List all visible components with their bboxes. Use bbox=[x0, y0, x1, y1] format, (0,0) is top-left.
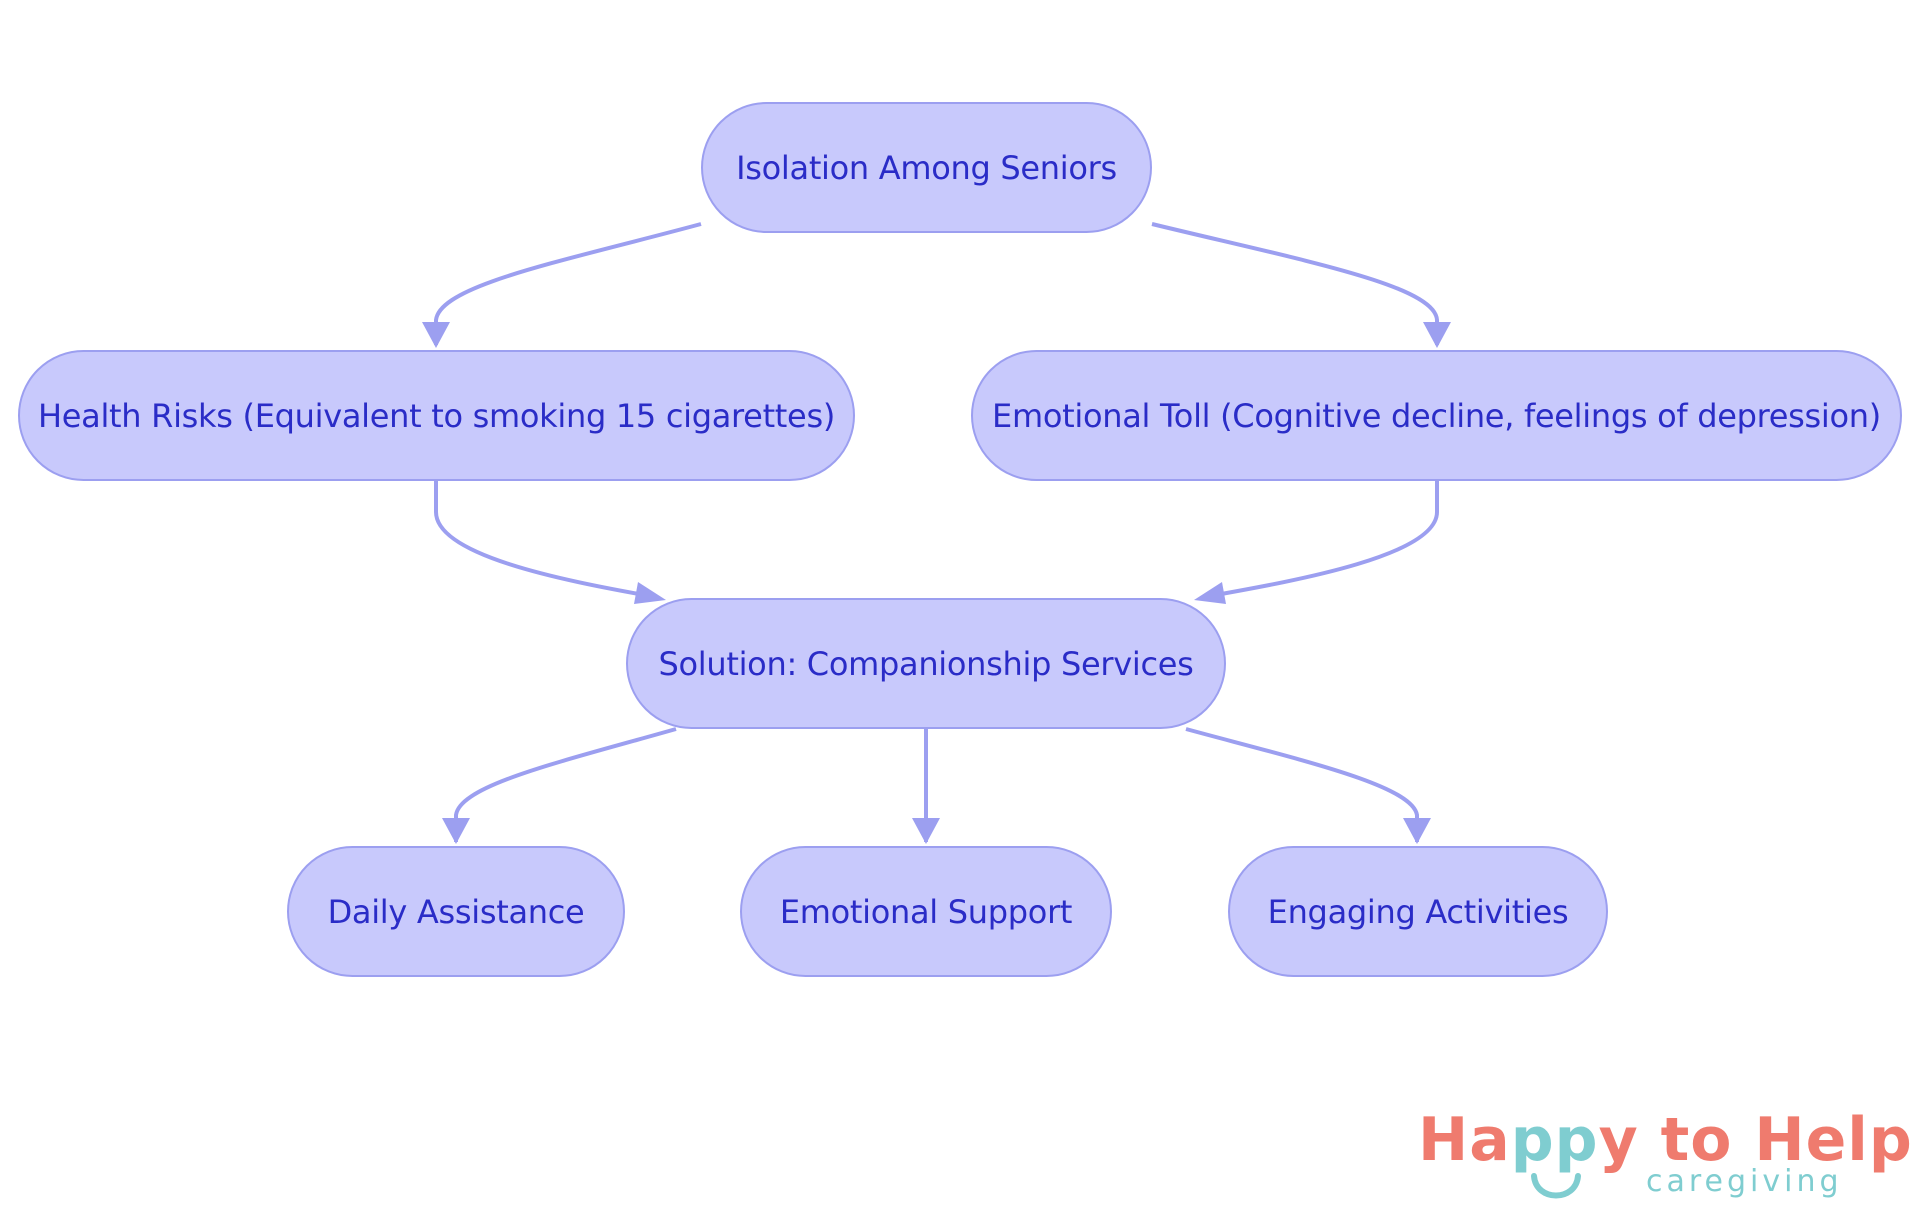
edge-root-to-health bbox=[434, 222, 702, 345]
node-label: Health Risks (Equivalent to smoking 15 c… bbox=[37, 396, 836, 435]
node-label: Engaging Activities bbox=[1267, 892, 1569, 931]
logo-text-ha: Ha bbox=[1418, 1105, 1511, 1175]
node-label: Emotional Support bbox=[779, 892, 1073, 931]
edge-health-to-solution bbox=[434, 481, 651, 598]
arrowhead-emotional-support bbox=[912, 818, 940, 844]
logo-text-pp: pp bbox=[1510, 1105, 1599, 1175]
arrowhead-solution-left bbox=[634, 582, 666, 604]
arrowhead-solution-right bbox=[1194, 582, 1226, 604]
node-health-risks[interactable]: Health Risks (Equivalent to smoking 15 c… bbox=[18, 350, 855, 481]
logo-text-rest: y to Help bbox=[1598, 1105, 1913, 1175]
node-label: Isolation Among Seniors bbox=[736, 148, 1117, 187]
edge-solution-to-engaging bbox=[1185, 727, 1419, 842]
node-daily-assistance[interactable]: Daily Assistance bbox=[287, 846, 625, 977]
arrowhead-health bbox=[422, 322, 450, 348]
arrowhead-emotional-toll bbox=[1423, 322, 1451, 348]
edge-solution-to-daily bbox=[454, 727, 677, 842]
smile-icon bbox=[1531, 1173, 1581, 1199]
node-label: Daily Assistance bbox=[327, 892, 585, 931]
arrowhead-daily bbox=[442, 818, 470, 844]
node-emotional-toll[interactable]: Emotional Toll (Cognitive decline, feeli… bbox=[971, 350, 1902, 481]
node-label: Solution: Companionship Services bbox=[658, 644, 1194, 683]
edge-root-to-emotional-toll bbox=[1151, 222, 1439, 345]
node-label: Emotional Toll (Cognitive decline, feeli… bbox=[992, 396, 1881, 435]
node-emotional-support[interactable]: Emotional Support bbox=[740, 846, 1112, 977]
node-isolation-among-seniors[interactable]: Isolation Among Seniors bbox=[701, 102, 1152, 233]
edge-emotional-toll-to-solution bbox=[1209, 481, 1439, 598]
node-engaging-activities[interactable]: Engaging Activities bbox=[1228, 846, 1608, 977]
node-solution-companionship[interactable]: Solution: Companionship Services bbox=[626, 598, 1226, 729]
logo-tagline: caregiving bbox=[1646, 1164, 1843, 1199]
arrowhead-engaging bbox=[1403, 818, 1431, 844]
logo-wordmark: Happy to Help bbox=[1418, 1100, 1913, 1180]
brand-logo: Happy to Help caregiving bbox=[1418, 1100, 1912, 1210]
